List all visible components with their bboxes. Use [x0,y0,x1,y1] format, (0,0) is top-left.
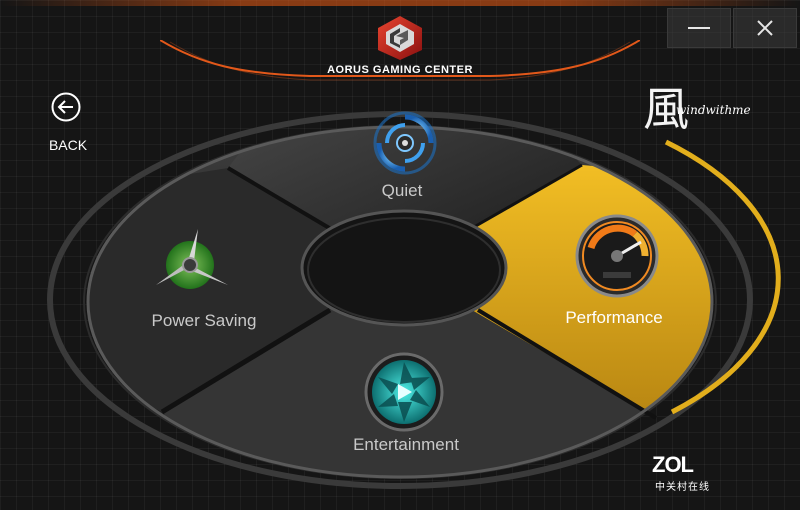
minimize-icon [688,27,710,29]
fan-power-saving-icon [156,229,228,289]
watermark-glyph: 風 [643,82,689,136]
header-swoosh [160,40,640,81]
aperture-icon [364,352,444,432]
segment-performance[interactable] [400,165,760,418]
segment-power-saving[interactable] [40,168,400,412]
fan-quiet-icon [373,111,437,175]
mode-label-performance[interactable]: Performance [565,308,663,327]
back-button[interactable]: BACK [40,92,96,158]
performance-orbit-highlight [664,139,781,415]
back-label: BACK [48,137,88,153]
back-arrow-icon [51,92,81,122]
top-accent-glow [0,0,800,6]
app-title: AORUS GAMING CENTER [327,64,473,76]
aorus-logo-icon [374,14,426,62]
close-icon [757,20,773,36]
mode-label-entertainment[interactable]: Entertainment [353,435,459,454]
speedometer-icon [575,214,659,298]
minimize-button[interactable] [667,8,731,48]
mode-label-quiet[interactable]: Quiet [381,181,423,200]
zol-subtitle: 中关村在线 [655,482,710,493]
close-button[interactable] [733,8,797,48]
mode-label-power-saving[interactable]: Power Saving [151,311,257,330]
zol-logo: ZOL [652,452,694,477]
watermark-text: windwithme [676,103,751,117]
